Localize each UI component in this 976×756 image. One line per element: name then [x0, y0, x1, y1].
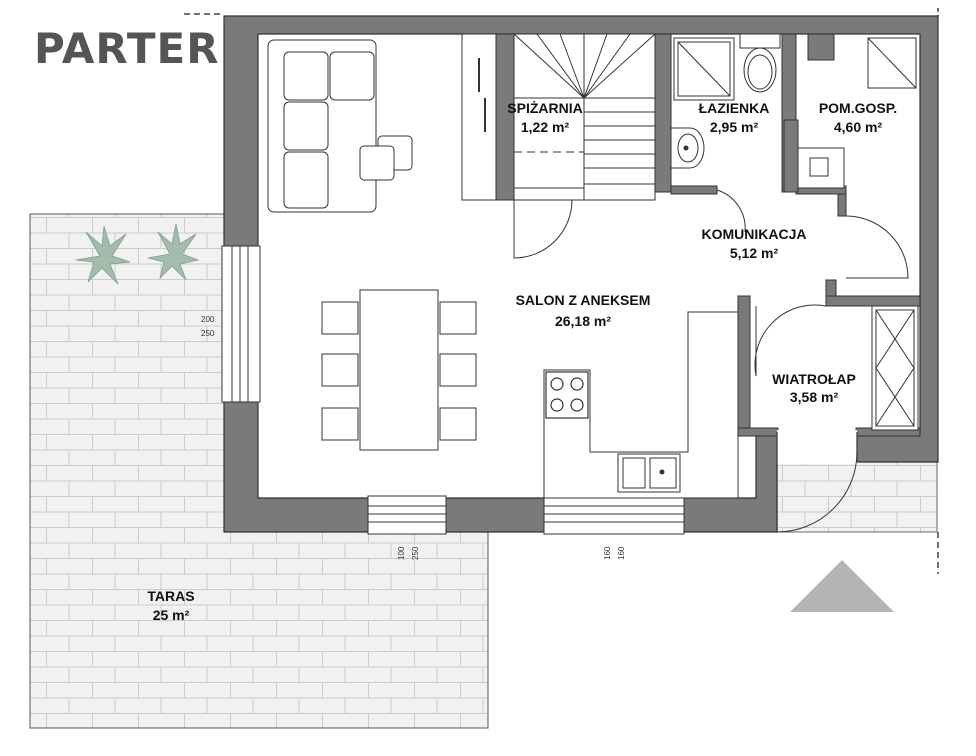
room-name-salon: SALON Z ANEKSEM [516, 292, 651, 308]
room-name-pom-gosp: POM.GOSP. [819, 100, 897, 116]
entrance-door [776, 430, 858, 533]
dim-window-kitchen-width: 160 [603, 546, 612, 560]
plan-title: PARTER [34, 24, 220, 73]
wardrobe [871, 305, 919, 431]
dim-window-west-width: 200 [201, 315, 215, 324]
stair-icon [513, 33, 656, 201]
room-area-komunikacja: 5,12 m² [730, 245, 779, 261]
plant-icon [75, 223, 200, 285]
room-labels: SPIŻARNIA 1,22 m² ŁAZIENKA 2,95 m² POM.G… [147, 100, 897, 623]
dim-window-kitchen-height: 160 [617, 546, 626, 560]
room-area-pom-gosp: 4,60 m² [834, 119, 883, 135]
room-name-wiatrolap: WIATROŁAP [772, 371, 856, 387]
room-name-komunikacja: KOMUNIKACJA [702, 226, 807, 242]
dim-window-west-height: 250 [201, 329, 215, 338]
kitchen-counter [543, 311, 739, 499]
entrance-step [776, 461, 938, 533]
guide-lines [184, 8, 939, 574]
window-west [221, 245, 261, 403]
room-area-spizarnia: 1,22 m² [521, 119, 570, 135]
dining-table-icon [321, 289, 477, 451]
toilet-icon [739, 33, 781, 93]
stove-icon [545, 371, 589, 419]
shower-icon [673, 37, 735, 101]
pantry-cabinet [461, 33, 497, 201]
sofa-icon [267, 39, 377, 213]
room-area-lazienka: 2,95 m² [710, 119, 759, 135]
dim-window-south-left-width: 100 [397, 546, 406, 560]
sink-icon [670, 127, 705, 169]
dimension-labels: 200 250 100 250 160 160 [201, 315, 626, 560]
interior-walls [495, 33, 921, 437]
pouf [359, 135, 413, 181]
window-south-kitchen [543, 495, 685, 535]
interior-doors [513, 189, 909, 377]
room-area-wiatrolap: 3,58 m² [790, 389, 839, 405]
boiler [797, 37, 917, 189]
room-name-taras: TARAS [147, 588, 194, 604]
dim-window-south-left-height: 250 [411, 546, 420, 560]
room-name-lazienka: ŁAZIENKA [699, 100, 770, 116]
window-south-left [367, 495, 447, 535]
room-name-spizarnia: SPIŻARNIA [507, 100, 582, 116]
north-arrow-icon [790, 560, 894, 612]
room-area-taras: 25 m² [153, 607, 190, 623]
kitchen-sink-icon [617, 453, 681, 493]
room-area-salon: 26,18 m² [555, 313, 611, 329]
